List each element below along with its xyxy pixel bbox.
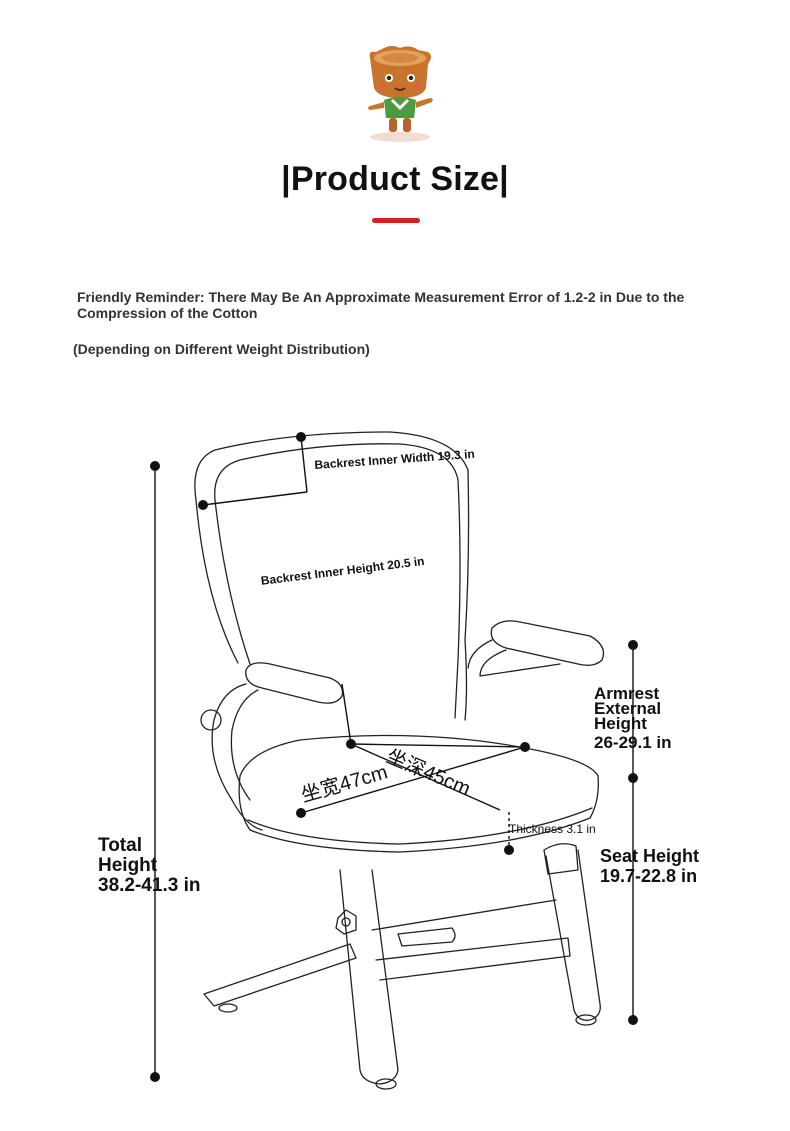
tree-stump-mascot-icon: [368, 46, 433, 142]
measurement-reminder: Friendly Reminder: There May Be An Appro…: [77, 289, 685, 321]
armrest-height-label: Armrest External Height 26-29.1 in: [594, 684, 672, 752]
weight-note: (Depending on Different Weight Distribut…: [73, 341, 370, 357]
total-height-label: Total Height 38.2-41.3 in: [98, 835, 201, 896]
page-title: |Product Size|: [281, 160, 509, 198]
seat-height-label: Seat Height 19.7-22.8 in: [600, 846, 700, 886]
title-underline: [372, 218, 420, 223]
thickness-label: Thickness 3.1 in: [509, 822, 596, 836]
